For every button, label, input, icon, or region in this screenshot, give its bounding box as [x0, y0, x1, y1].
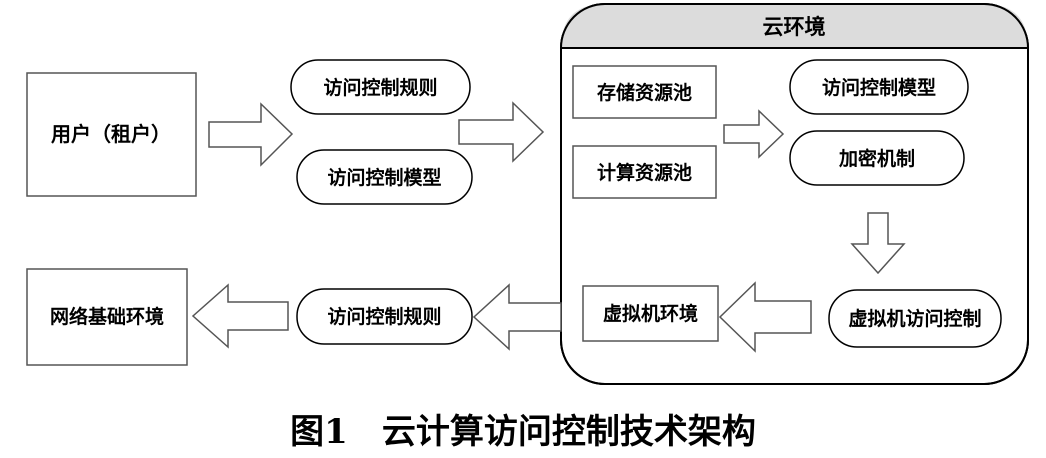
- storage-pool-label: 存储资源池: [597, 81, 692, 104]
- compute-pool-label: 计算资源池: [597, 161, 692, 184]
- user-label: 用户（租户）: [51, 122, 171, 146]
- figure-caption: 图1 云计算访问控制技术架构: [290, 412, 756, 452]
- network-environment-label: 网络基础环境: [50, 305, 164, 328]
- arrow-down: [850, 212, 906, 275]
- arrow-right-3: [723, 109, 785, 159]
- vm-access-control: 虚拟机访问控制: [828, 289, 1002, 348]
- access-model-top: 访问控制模型: [296, 149, 473, 205]
- compute-pool-box: 计算资源池: [572, 145, 717, 199]
- access-rule-bottom-label: 访问控制规则: [327, 305, 441, 328]
- network-environment-box: 网络基础环境: [26, 268, 188, 366]
- access-rule-top-label: 访问控制规则: [323, 76, 437, 99]
- user-box: 用户（租户）: [26, 72, 197, 197]
- cloud-access-model-label: 访问控制模型: [822, 76, 936, 99]
- vm-access-control-label: 虚拟机访问控制: [848, 307, 981, 330]
- access-rule-top: 访问控制规则: [290, 59, 471, 115]
- arrow-left-2: [472, 283, 562, 351]
- encryption-mechanism: 加密机制: [789, 130, 965, 186]
- vm-environment-box: 虚拟机环境: [582, 285, 719, 342]
- cloud-access-model: 访问控制模型: [789, 59, 969, 115]
- storage-pool-box: 存储资源池: [572, 65, 717, 119]
- arrow-right-1: [208, 102, 294, 167]
- arrow-left-1: [718, 281, 812, 353]
- encryption-mechanism-label: 加密机制: [838, 147, 915, 170]
- access-model-top-label: 访问控制模型: [327, 166, 441, 189]
- access-rule-bottom: 访问控制规则: [296, 288, 473, 345]
- cloud-environment-title: 云环境: [763, 15, 826, 39]
- arrow-right-2: [458, 101, 545, 163]
- vm-environment-label: 虚拟机环境: [603, 302, 698, 325]
- arrow-left-3: [191, 283, 289, 349]
